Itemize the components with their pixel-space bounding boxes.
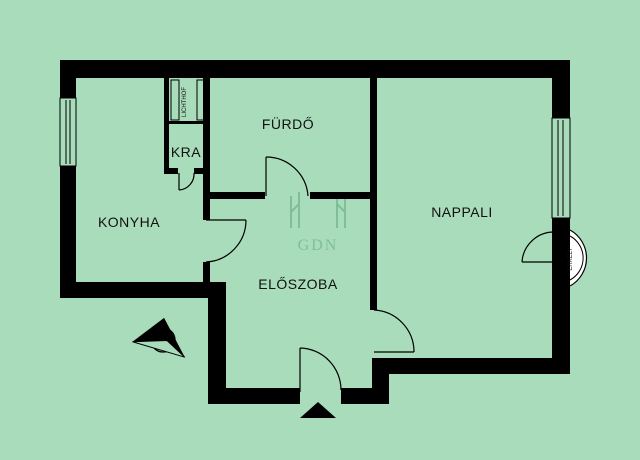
room-label-konyha: KONYHA bbox=[98, 214, 160, 230]
kitchen-bottom-wall bbox=[60, 282, 226, 298]
room-label-furdo: FÜRDŐ bbox=[262, 115, 314, 132]
window-right bbox=[551, 117, 571, 219]
right-wall-upper bbox=[552, 60, 570, 118]
hall-left-wall bbox=[208, 282, 226, 404]
compass-icon bbox=[132, 317, 186, 358]
door-kra bbox=[178, 172, 195, 191]
left-wall-upper bbox=[60, 60, 76, 98]
door-bathroom bbox=[265, 156, 309, 197]
door-balcony bbox=[521, 231, 555, 263]
kitchen-hall-wall-upper bbox=[203, 76, 210, 220]
room-label-eloszoba: ELŐSZOBA bbox=[258, 276, 338, 292]
bath-bottom-wall-left bbox=[203, 192, 265, 199]
doors bbox=[178, 156, 555, 392]
room-label-nappali: NAPPALI bbox=[431, 204, 493, 220]
watermark-text: GDN bbox=[298, 237, 339, 254]
walls bbox=[60, 60, 570, 404]
door-living-room bbox=[373, 309, 415, 353]
lichthof-label: LICHTHOF bbox=[182, 87, 188, 117]
kitchen-hall-wall-lower bbox=[203, 262, 210, 288]
lichthof-shaft bbox=[170, 79, 205, 121]
kra-bottom-wall-right bbox=[194, 168, 207, 174]
door-kitchen-hall bbox=[205, 219, 247, 263]
erkely-label: ERKÉLY bbox=[567, 247, 574, 270]
living-bottom-wall bbox=[372, 358, 570, 374]
balcony bbox=[569, 229, 588, 287]
top-wall bbox=[60, 60, 570, 78]
right-wall-lower bbox=[552, 218, 570, 374]
lichthof-divider bbox=[168, 121, 206, 124]
entrance-arrow-icon bbox=[300, 402, 336, 418]
bottom-wall-left bbox=[208, 388, 300, 404]
windows bbox=[59, 97, 571, 219]
bath-bottom-wall-right bbox=[310, 192, 376, 199]
kra-left-wall bbox=[164, 76, 169, 174]
door-entrance bbox=[299, 347, 342, 392]
room-label-kra: KRA bbox=[171, 144, 201, 160]
left-wall-lower bbox=[60, 166, 76, 298]
window-left bbox=[59, 97, 77, 167]
kra-bottom-wall-left bbox=[164, 168, 178, 174]
